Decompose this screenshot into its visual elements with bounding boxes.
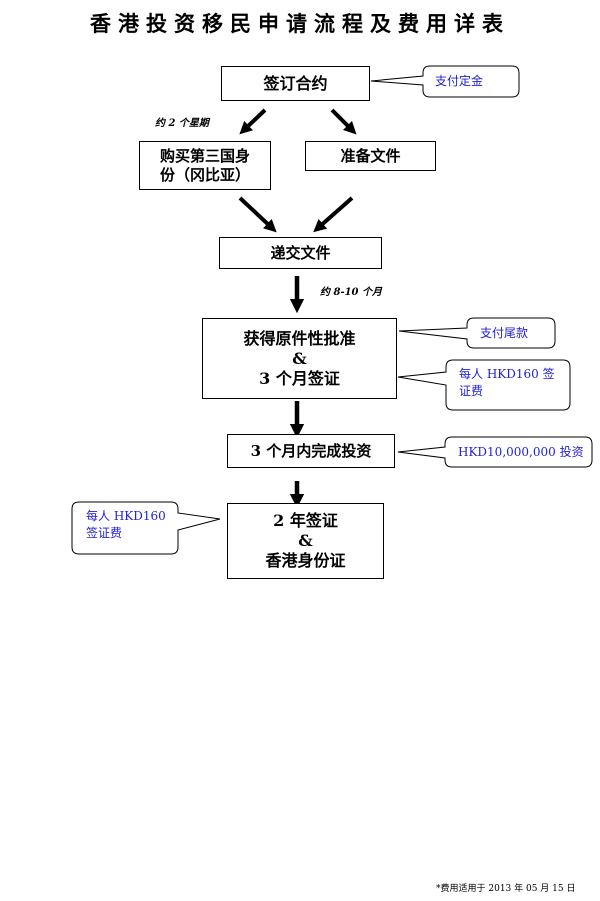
- step-final-line-3: 香港身份证: [265, 551, 346, 570]
- step-prepare-docs-label: 准备文件: [340, 146, 401, 165]
- step-invest-label: 3 个月内完成投资: [250, 441, 372, 460]
- arrow-contract-to-docs: [330, 108, 357, 135]
- step-sign-contract-label: 签订合约: [263, 73, 328, 93]
- callout-visa-fee-right-text: 每人 HKD160 签证费: [459, 367, 555, 399]
- callout-bubble-balance: [398, 317, 556, 349]
- step-approval-line-1: 获得原件性批准: [243, 328, 356, 348]
- note-months: 约 8-10 个月: [320, 287, 382, 298]
- step-invest: 3 个月内完成投资: [227, 434, 395, 468]
- step-approval-line-3: 3 个月签证: [259, 368, 340, 388]
- step-prepare-docs: 准备文件: [305, 141, 436, 171]
- callout-balance-text: 支付尾款: [480, 326, 529, 340]
- callout-bubble-deposit: [370, 65, 520, 98]
- arrow-contract-to-identity: [239, 108, 267, 135]
- callout-investment-text: HKD10,000,000 投资: [458, 445, 584, 459]
- footnote: *费用适用于 2013 年 05 月 15 日: [436, 884, 576, 894]
- step-buy-identity-line-2: 份（冈比亚）: [159, 165, 250, 184]
- arrow-identity-to-submit: [238, 196, 277, 233]
- step-submit-docs: 递交文件: [219, 237, 382, 269]
- callout-deposit-text: 支付定金: [435, 74, 484, 88]
- step-buy-identity: 购买第三国身 份（冈比亚）: [139, 141, 271, 190]
- step-final: 2 年签证 & 香港身份证: [227, 503, 384, 579]
- note-two-weeks: 约 2 个星期: [155, 118, 209, 129]
- callout-bubble-investment: [397, 436, 593, 468]
- callout-bubble-visa-fee-right: [397, 359, 571, 411]
- step-sign-contract: 签订合约: [221, 66, 370, 101]
- step-submit-docs-label: 递交文件: [270, 243, 331, 262]
- step-buy-identity-line-1: 购买第三国身: [159, 146, 250, 165]
- step-approval: 获得原件性批准 & 3 个月签证: [202, 318, 397, 399]
- page-title: 香港投资移民申请流程及费用详表: [90, 11, 510, 36]
- arrow-docs-to-submit: [313, 196, 354, 233]
- callout-visa-fee-left-text: 每人 HKD160 签证费: [86, 509, 166, 541]
- step-final-line-1: 2 年签证: [273, 511, 338, 530]
- step-approval-line-2: &: [292, 348, 307, 368]
- callout-bubble-visa-fee-left: [71, 501, 221, 555]
- step-final-line-2: &: [298, 531, 313, 550]
